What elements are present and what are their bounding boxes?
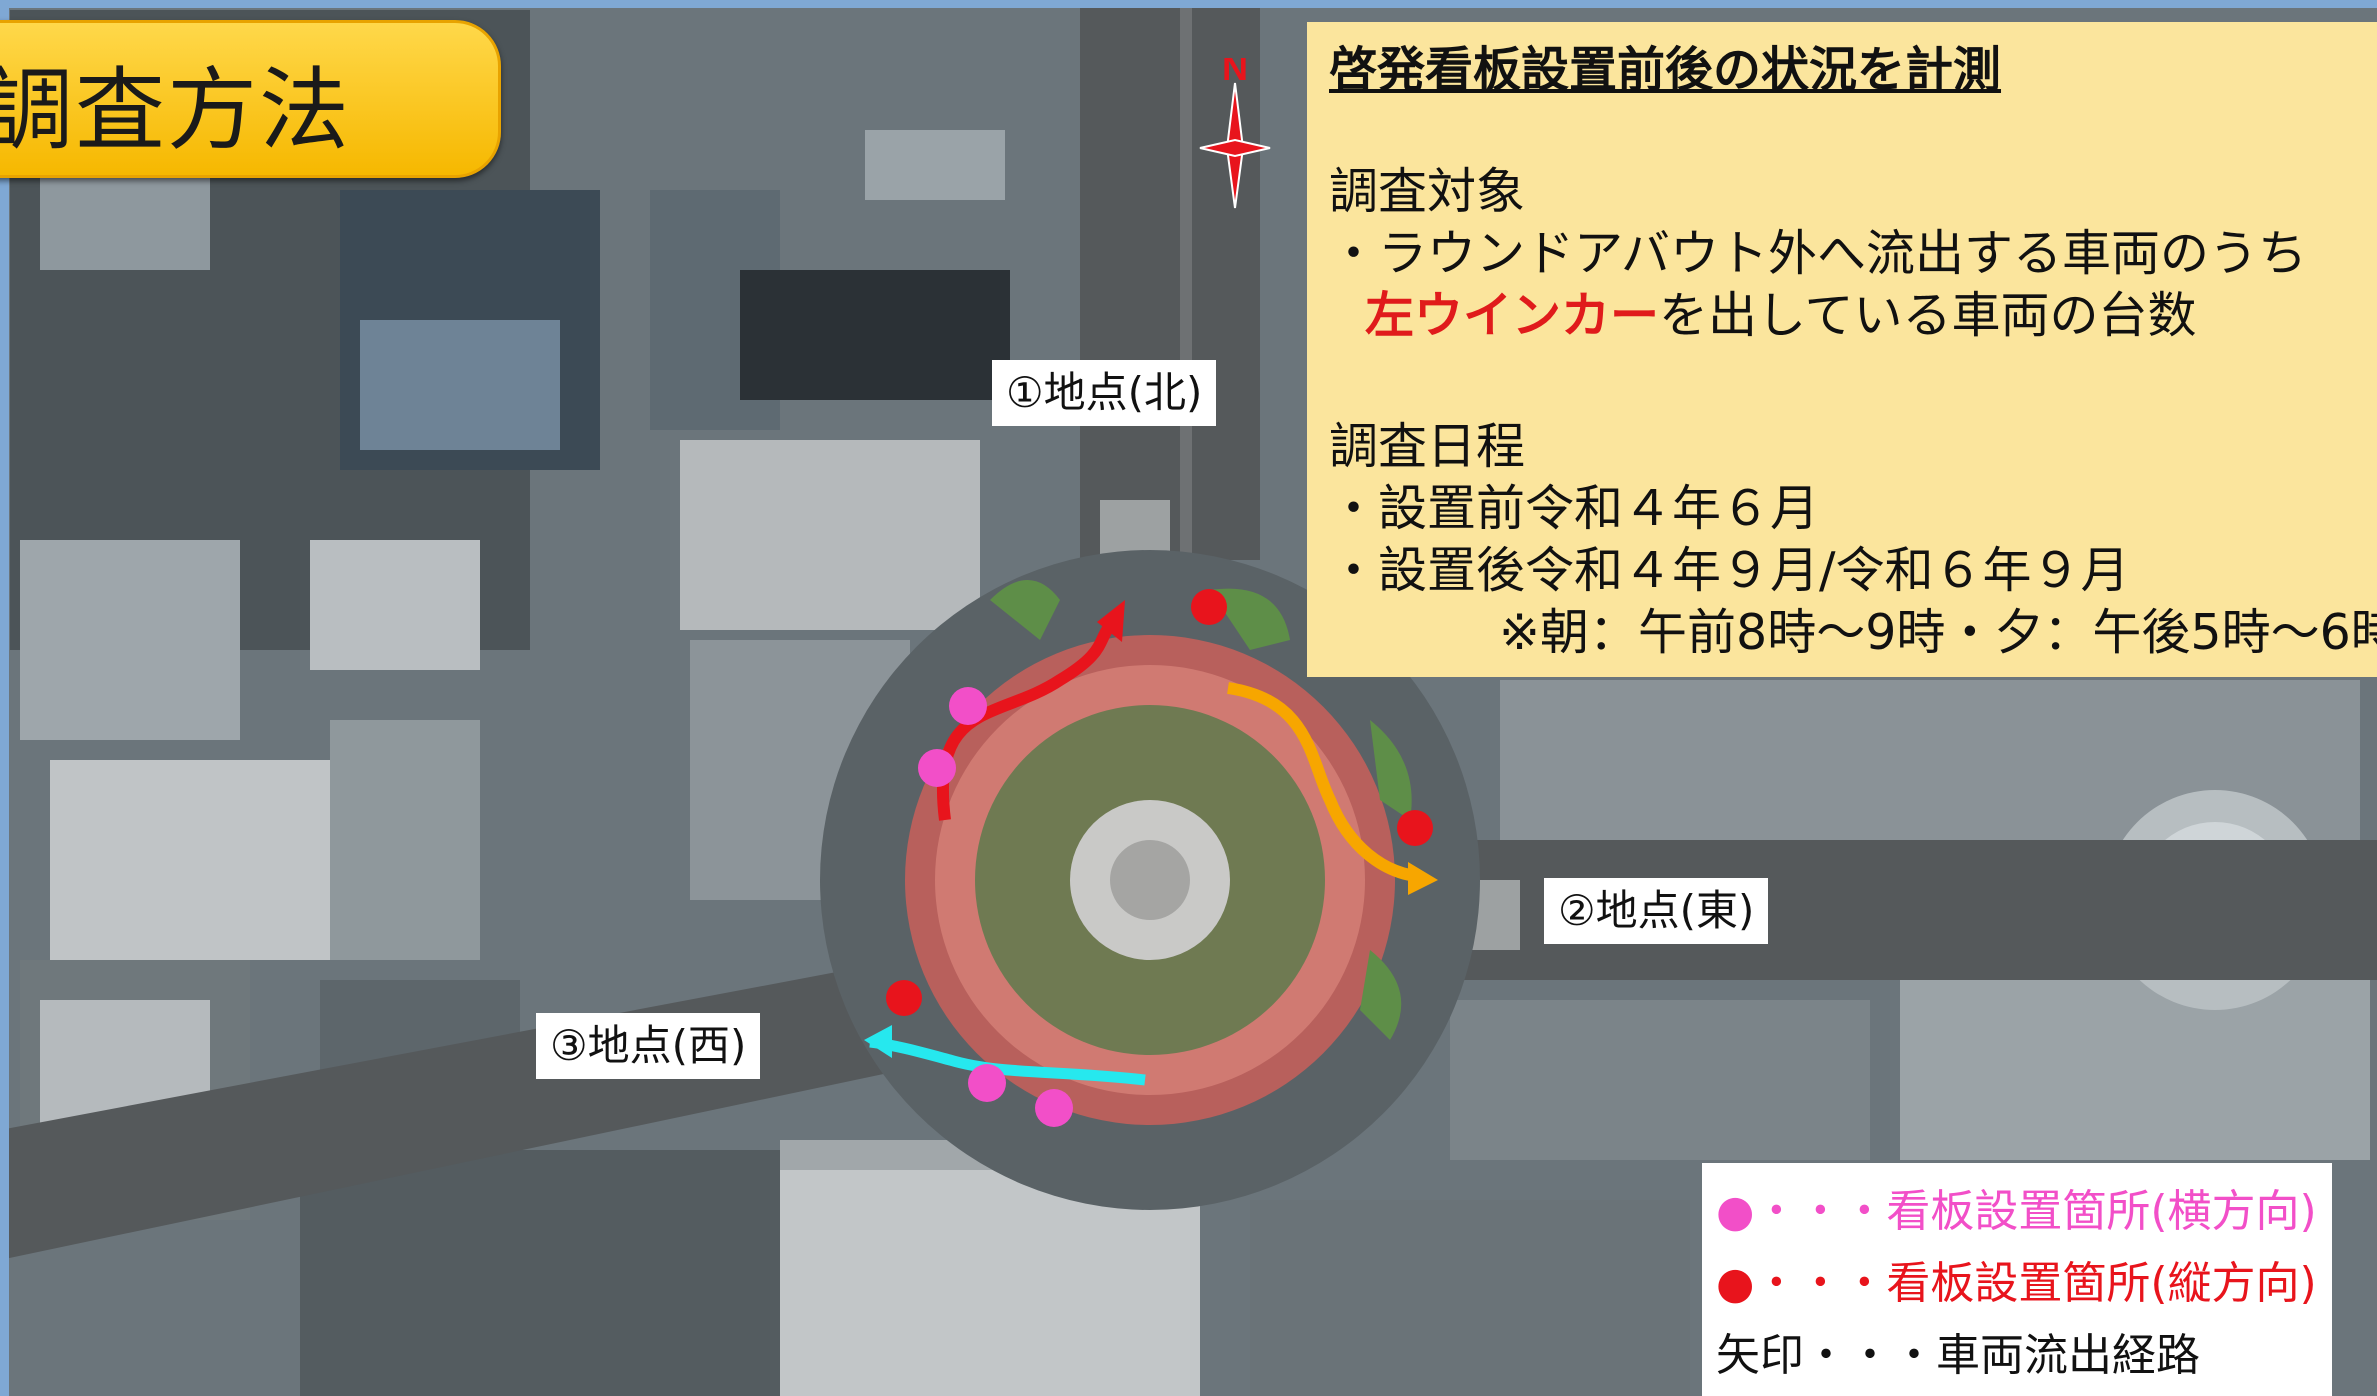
legend: ●・・・看板設置箇所(横方向) ●・・・看板設置箇所(縦方向) 矢印・・・車両流… [1702, 1163, 2332, 1396]
target-line-1: ・ラウンドアバウト外へ流出する車両のうち [1329, 225, 2308, 282]
target-line-2: 左ウインカーを出している車両の台数 [1365, 276, 2197, 347]
red-marker [1191, 589, 1227, 625]
target-label: 調査対象 [1329, 163, 1526, 220]
point-north-label: ①地点(北) [992, 360, 1217, 426]
schedule-after: ・設置後令和４年９月/令和６年９月 [1329, 542, 2130, 599]
pink-marker [949, 687, 987, 725]
compass-label: N [1222, 58, 1248, 88]
schedule-before: ・設置前令和４年６月 [1329, 480, 1820, 537]
legend-arrow: 矢印・・・車両流出経路 [1716, 1330, 2200, 1381]
compass-icon: N [1199, 47, 1271, 209]
legend-red: ●・・・看板設置箇所(縦方向) [1716, 1258, 2317, 1309]
red-marker [1397, 810, 1433, 846]
schedule-label: 調査日程 [1329, 418, 1526, 475]
point-east-label: ②地点(東) [1544, 878, 1769, 944]
title-banner: 調査方法 [0, 20, 501, 178]
page-title: 調査方法 [0, 58, 351, 163]
info-panel: 啓発看板設置前後の状況を計測 調査対象 ・ラウンドアバウト外へ流出する車両のうち… [1307, 22, 2377, 677]
north-compass: N [1190, 47, 1280, 222]
info-heading: 啓発看板設置前後の状況を計測 [1329, 42, 2002, 98]
red-marker [886, 980, 922, 1016]
pink-marker [1035, 1089, 1073, 1127]
pink-marker [918, 749, 956, 787]
time-note: ※朝：午前8時～9時・夕：午後5時～6時 [1499, 604, 2377, 661]
target-line-2-rest: を出している車両の台数 [1659, 287, 2197, 344]
point-west-label: ③地点(西) [536, 1013, 761, 1079]
left-frame [0, 0, 9, 1396]
west-route-arrow [864, 1025, 1146, 1086]
legend-pink: ●・・・看板設置箇所(横方向) [1716, 1186, 2317, 1237]
pink-marker [968, 1064, 1006, 1102]
top-frame [0, 0, 2377, 8]
target-highlight: 左ウインカー [1365, 287, 1660, 344]
north-route-arrow [937, 600, 1125, 821]
east-route-arrow [1227, 682, 1438, 895]
